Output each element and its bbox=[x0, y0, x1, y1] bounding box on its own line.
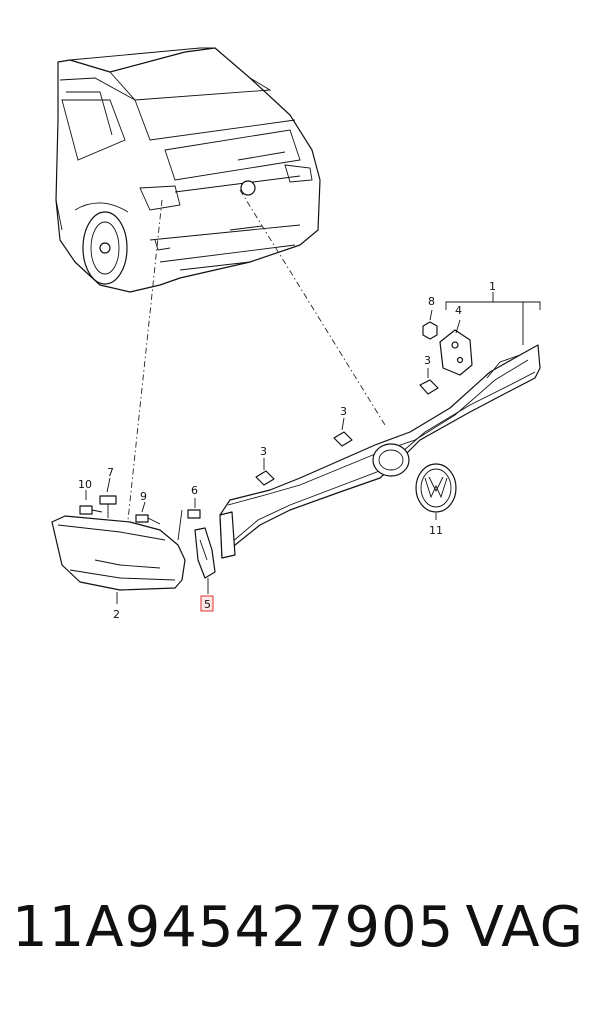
screw-part-6 bbox=[177, 498, 201, 541]
callout-4: 4 bbox=[455, 304, 462, 317]
callout-11: 11 bbox=[429, 524, 443, 537]
clip-part-3-b bbox=[333, 417, 353, 447]
tailgate-trim-strip bbox=[219, 344, 541, 559]
vehicle-illustration bbox=[55, 47, 321, 293]
callout-7: 7 bbox=[107, 466, 114, 479]
callout-3-c: 3 bbox=[260, 445, 267, 458]
parts-diagram: 1 8 4 3 3 3 7 10 9 6 11 2 5 bbox=[51, 47, 541, 621]
callout-10: 10 bbox=[78, 478, 92, 491]
clip-part-3-a bbox=[419, 368, 439, 395]
nut-part-8 bbox=[422, 309, 438, 340]
part-number: 11A945427905 bbox=[12, 895, 455, 960]
callout-9: 9 bbox=[140, 490, 147, 503]
callout-3-b: 3 bbox=[340, 405, 347, 418]
callout-5: 5 bbox=[204, 598, 211, 611]
trim-panel-part-5 bbox=[194, 527, 216, 594]
callout-6: 6 bbox=[191, 484, 198, 497]
callout-2: 2 bbox=[113, 608, 120, 621]
vw-emblem-part-11 bbox=[415, 463, 457, 520]
callout-3-a: 3 bbox=[424, 354, 431, 367]
brand-name: VAG bbox=[465, 895, 584, 960]
callout-8: 8 bbox=[428, 295, 435, 308]
callout-5-highlight bbox=[200, 595, 214, 612]
stud-part-7 bbox=[99, 477, 117, 518]
clip-part-3-c bbox=[255, 458, 275, 486]
screw-part-9 bbox=[135, 501, 161, 525]
bracket-part-4 bbox=[439, 319, 473, 376]
bolt-part-10 bbox=[79, 490, 103, 515]
taillight-part-2 bbox=[51, 515, 186, 604]
leader-line-trim bbox=[239, 189, 386, 426]
callout-1: 1 bbox=[489, 280, 496, 293]
